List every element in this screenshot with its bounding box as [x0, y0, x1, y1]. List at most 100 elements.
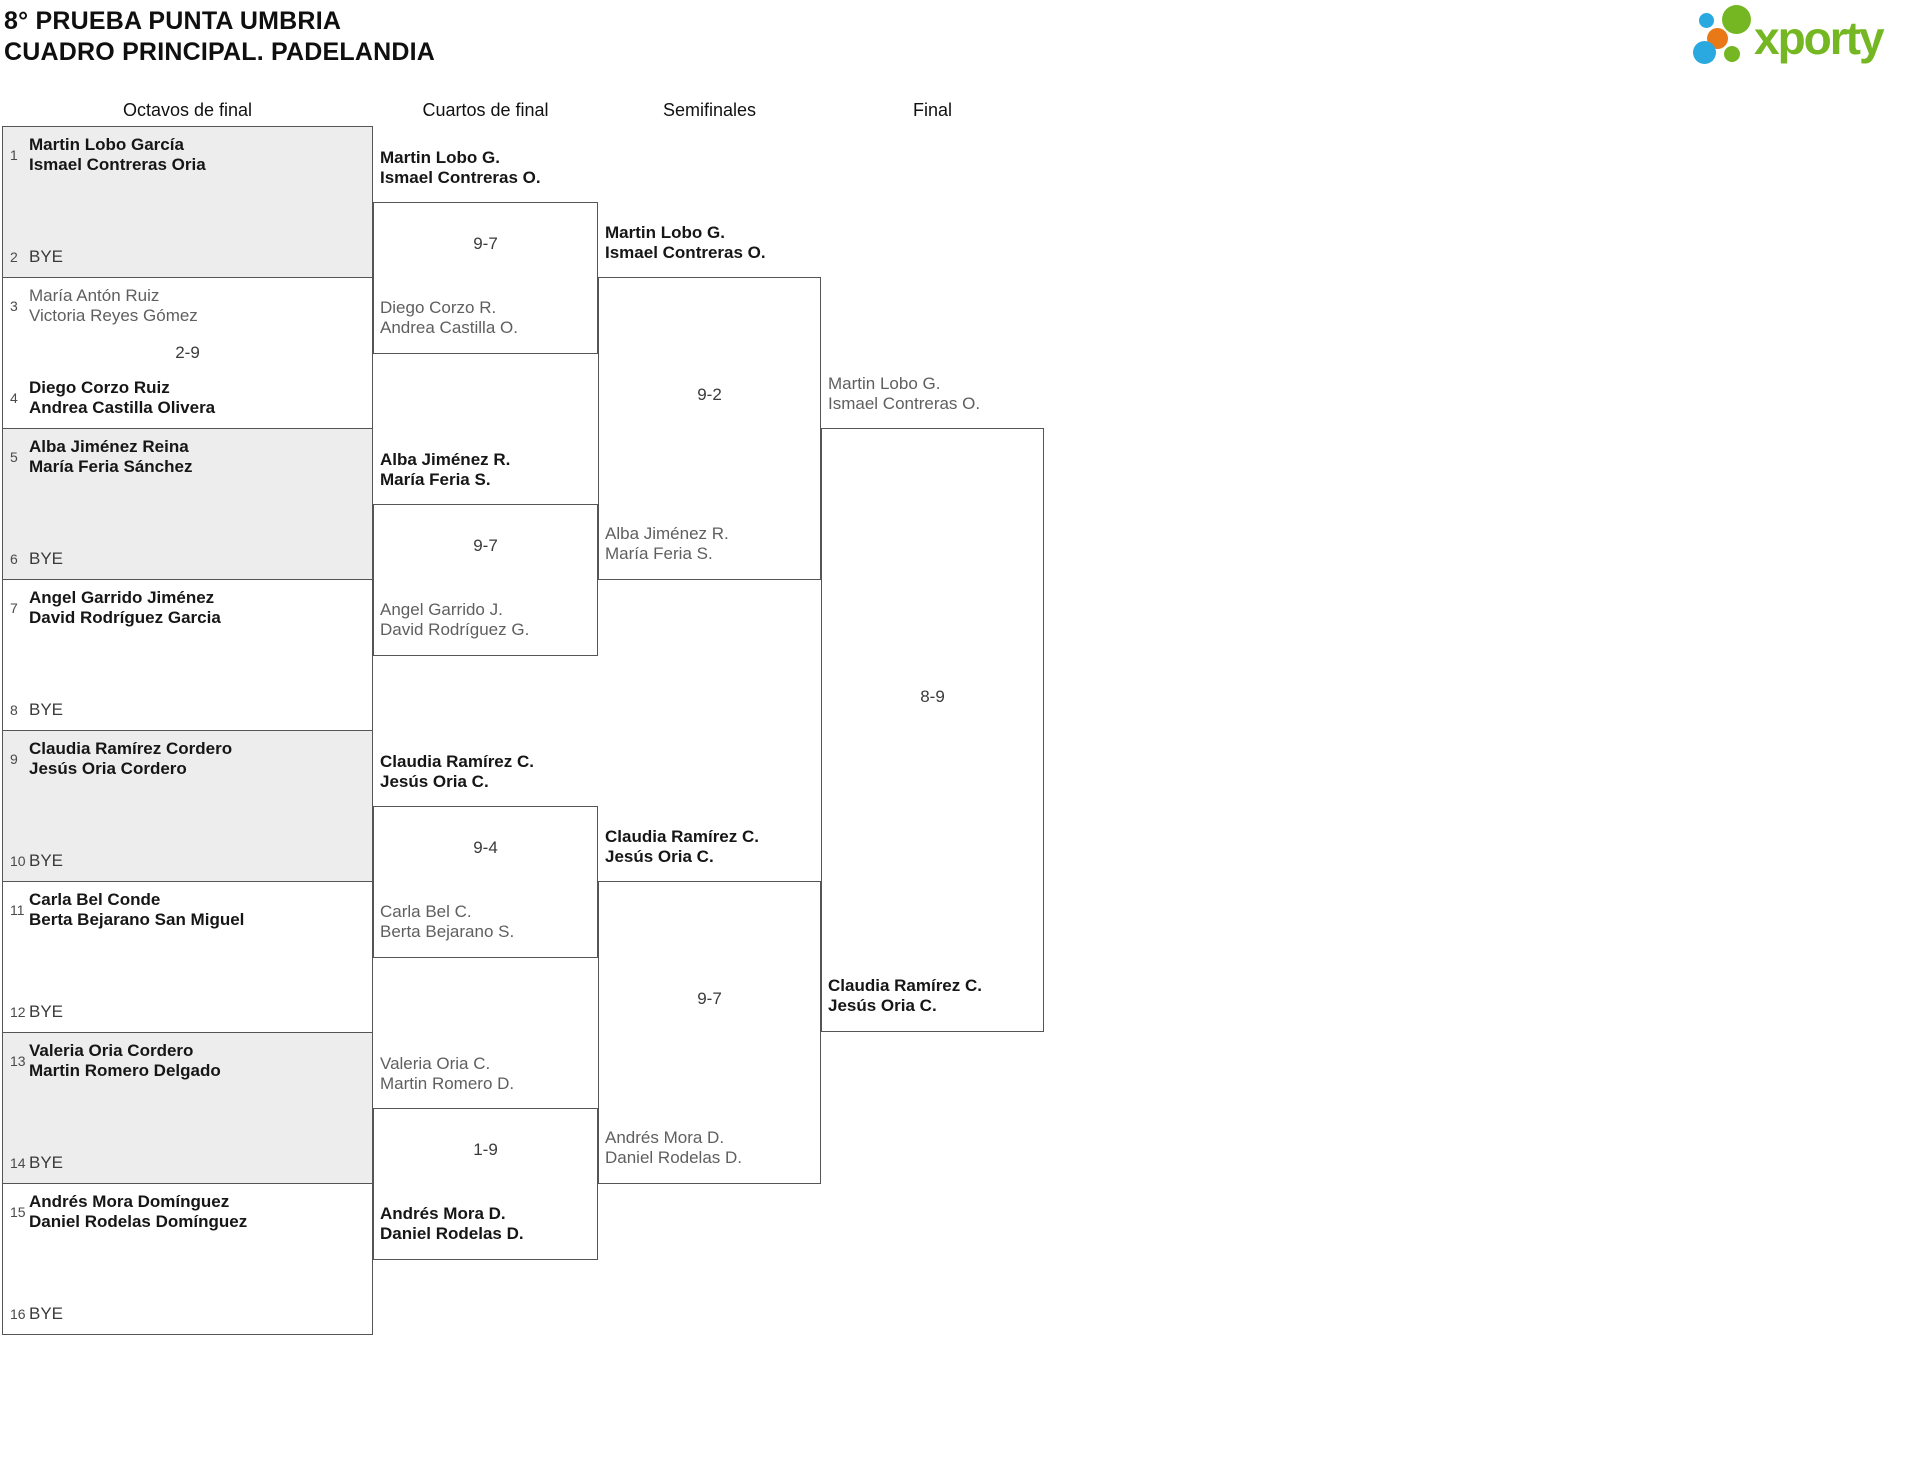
cuartos-match-3: Claudia Ramírez C.Jesús Oria C. 9-4 Carl… [373, 752, 598, 958]
team-name-line: Alba Jiménez Reina [29, 437, 189, 456]
xporty-logo[interactable]: xporty [1686, 4, 1898, 74]
semifinal-match-1: Martin Lobo G.Ismael Contreras O. 9-2 Al… [598, 223, 821, 580]
team-slot-seed-6: 6 BYE [3, 549, 63, 569]
advancing-team: Alba Jiménez R.María Feria S. [380, 450, 510, 490]
team-name-line: Angel Garrido Jiménez [29, 588, 215, 607]
logo-dot-green-small-icon [1724, 46, 1740, 62]
advancing-team: Andrés Mora D.Daniel Rodelas D. [380, 1204, 524, 1244]
bye-label: BYE [29, 1304, 64, 1323]
finalist-team: Martin Lobo G.Ismael Contreras O. [828, 374, 980, 414]
team-name-line: Ismael Contreras O. [605, 243, 766, 262]
team-name-line: Martin Lobo G. [605, 223, 725, 242]
team-name-line: Martin Lobo G. [380, 148, 500, 167]
cuartos-match-1: Martin Lobo G.Ismael Contreras O. 9-7 Di… [373, 148, 598, 354]
team-name-line: Diego Corzo Ruiz [29, 378, 170, 397]
round-header-semifinales: Semifinales [662, 100, 757, 120]
team-name-line: Daniel Rodelas Domínguez [29, 1212, 248, 1231]
match-score: 9-7 [473, 536, 498, 555]
seed-number: 2 [10, 249, 18, 265]
match-score: 8-9 [920, 687, 945, 706]
final-match: Martin Lobo G.Ismael Contreras O. 8-9 Cl… [821, 374, 1044, 1032]
bye-label: BYE [29, 851, 64, 870]
round-header-octavos: Octavos de final [122, 100, 253, 120]
match-score: 2-9 [175, 343, 200, 362]
team-name-line: Alba Jiménez R. [380, 450, 511, 469]
team-name-line: Alba Jiménez R. [605, 524, 729, 543]
team-name-line: Berta Bejarano S. [380, 922, 515, 941]
champion-team: Claudia Ramírez C.Jesús Oria C. [828, 976, 982, 1016]
team-name-line: Carla Bel Conde [29, 890, 161, 909]
team-slot-seed-12: 12 BYE [3, 1002, 63, 1022]
team-name-line: Carla Bel C. [380, 902, 472, 921]
advancing-team: Claudia Ramírez C.Jesús Oria C. [380, 752, 534, 792]
match-score: 9-4 [473, 838, 498, 857]
team-name-line: Ismael Contreras O. [380, 168, 541, 187]
team-name-line: Claudia Ramírez C. [380, 752, 534, 771]
team-name-line: María Feria S. [380, 470, 491, 489]
seed-number: 5 [10, 449, 18, 465]
bye-label: BYE [29, 1153, 64, 1172]
team-name-line: María Feria Sánchez [29, 457, 193, 476]
seed-number: 1 [10, 147, 18, 163]
team-name-line: Valeria Oria Cordero [29, 1041, 194, 1060]
seed-number: 4 [10, 390, 18, 406]
team-slot-seed-16: 16 BYE [3, 1304, 63, 1324]
seed-number: 12 [10, 1004, 26, 1020]
advancing-team: Martin Lobo G.Ismael Contreras O. [605, 223, 766, 263]
team-name-line: Berta Bejarano San Miguel [29, 910, 245, 929]
cuartos-match-2: Alba Jiménez R.María Feria S. 9-7 Angel … [373, 450, 598, 656]
team-name-line: Claudia Ramírez C. [605, 827, 759, 846]
team-name-line: Jesús Oria C. [828, 996, 937, 1015]
seed-number: 10 [10, 853, 26, 869]
team-name-line: Andrea Castilla Olivera [29, 398, 216, 417]
team-name-line: Ismael Contreras O. [828, 394, 981, 413]
match-score: 9-7 [473, 234, 498, 253]
team-name-line: Angel Garrido J. [380, 600, 503, 619]
seed-number: 3 [10, 298, 18, 314]
team-name-line: Claudia Ramírez C. [828, 976, 982, 995]
eliminated-team: Diego Corzo R.Andrea Castilla O. [380, 298, 518, 338]
team-name-line: María Antón Ruiz [29, 286, 160, 305]
seed-number: 11 [10, 902, 25, 918]
seed-number: 9 [10, 751, 18, 767]
team-name-line: Jesús Oria C. [605, 847, 714, 866]
semifinal-match-2: Claudia Ramírez C.Jesús Oria C. 9-7 Andr… [598, 827, 821, 1184]
seed-number: 13 [10, 1053, 26, 1069]
team-name-line: Andrés Mora D. [605, 1128, 725, 1147]
team-slot-seed-2: 2 BYE [3, 247, 63, 267]
team-slot-seed-10: 10 BYE [3, 851, 63, 871]
team-name-line: David Rodríguez Garcia [29, 608, 221, 627]
team-name-line: Martin Romero D. [380, 1074, 515, 1093]
team-name-line: Andrea Castilla O. [380, 318, 518, 337]
team-name-line: Andrés Mora D. [380, 1204, 506, 1223]
seed-number: 7 [10, 600, 18, 616]
bye-label: BYE [29, 549, 64, 568]
eliminated-team: Angel Garrido J.David Rodríguez G. [380, 600, 529, 640]
round-header-final: Final [912, 100, 952, 120]
team-name-line: Victoria Reyes Gómez [29, 306, 198, 325]
team-slot-seed-8: 8 BYE [3, 700, 63, 720]
seed-number: 16 [10, 1306, 26, 1322]
round-header-cuartos: Cuartos de final [422, 100, 549, 120]
team-name-line: David Rodríguez G. [380, 620, 530, 639]
logo-dot-blue-small-icon [1699, 13, 1714, 28]
team-name-line: Ismael Contreras Oria [29, 155, 206, 174]
seed-number: 14 [10, 1155, 26, 1171]
bye-label: BYE [29, 1002, 64, 1021]
cuartos-match-4: Valeria Oria C.Martin Romero D. 1-9 Andr… [373, 1054, 598, 1260]
eliminated-team: Carla Bel C.Berta Bejarano S. [380, 902, 514, 942]
team-name-line: Martin Romero Delgado [29, 1061, 221, 1080]
seed-number: 6 [10, 551, 18, 567]
seed-number: 15 [10, 1204, 26, 1220]
